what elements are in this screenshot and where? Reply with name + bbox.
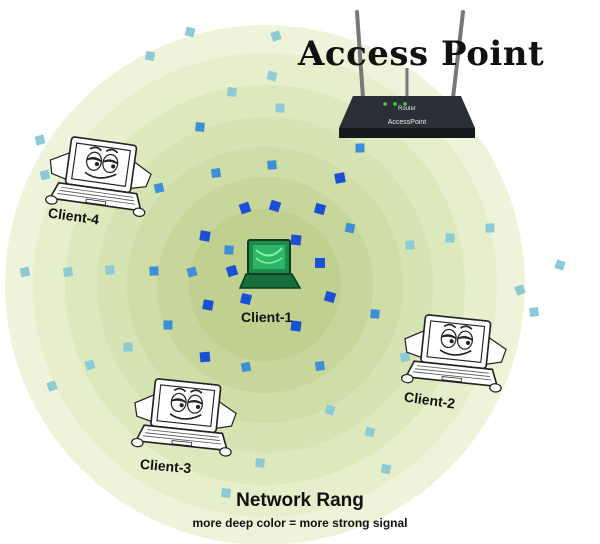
signal-particle (399, 351, 411, 363)
signal-particle (270, 30, 282, 42)
signal-particle (105, 265, 115, 275)
signal-particle (313, 202, 327, 216)
signal-particle (268, 199, 282, 213)
network-range-caption: Network Rang (236, 490, 364, 511)
signal-particle (84, 359, 96, 371)
router-brand: Router (398, 106, 416, 112)
signal-particle (240, 361, 252, 373)
signal-particle (226, 86, 238, 98)
signal-particle (314, 360, 326, 372)
signal-particle (370, 309, 380, 319)
signal-particle (290, 234, 302, 246)
signal-particle (19, 266, 31, 278)
router-model: AccessPoint (388, 119, 427, 126)
signal-particle (445, 233, 455, 243)
signal-particle (380, 463, 392, 475)
signal-particle (334, 172, 346, 184)
signal-particle (123, 342, 133, 352)
signal-particle (485, 223, 495, 233)
signal-particle (225, 264, 239, 278)
client-1-label: Client-1 (241, 309, 293, 325)
signal-particle (34, 134, 46, 146)
diagram-title: Access Point (298, 34, 545, 74)
signal-particle (186, 266, 198, 278)
signal-particle (255, 458, 265, 468)
signal-particle (202, 299, 214, 311)
signal-particle (355, 143, 365, 153)
signal-particle (144, 50, 156, 62)
signal-particle (220, 487, 232, 499)
signal-legend-note: more deep color = more strong signal (192, 516, 408, 530)
signal-particle (238, 201, 252, 215)
signal-particle (153, 182, 165, 194)
signal-particle (275, 103, 285, 113)
signal-particle (405, 240, 415, 250)
signal-particle (266, 70, 278, 82)
signal-particle (528, 306, 540, 318)
signal-particle (514, 284, 526, 296)
signal-particle (324, 404, 336, 416)
signal-particle (199, 230, 211, 242)
signal-particle (149, 266, 159, 276)
signal-particle (224, 245, 234, 255)
signal-particle (267, 160, 277, 170)
signal-particle (344, 222, 356, 234)
client-1-laptop-icon (238, 239, 302, 289)
signal-particle (184, 26, 196, 38)
signal-particle (163, 320, 173, 330)
router-icon: Router AccessPoint (339, 10, 475, 138)
signal-particle (364, 426, 376, 438)
signal-particle (210, 167, 222, 179)
signal-particle (46, 380, 58, 392)
signal-particle (195, 122, 205, 132)
signal-particle (39, 169, 51, 181)
signal-particle (290, 320, 302, 332)
signal-particle (240, 293, 252, 305)
signal-particle (315, 258, 325, 268)
signal-particle (554, 259, 566, 271)
signal-particle (62, 266, 74, 278)
signal-particle (323, 290, 337, 304)
signal-particle (199, 351, 211, 363)
